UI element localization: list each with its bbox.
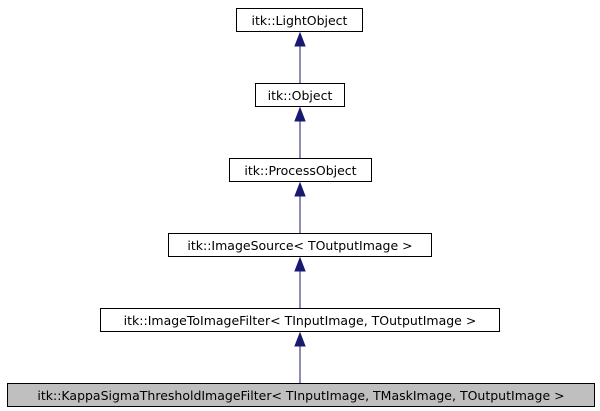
node-label: itk::KappaSigmaThresholdImageFilter< TIn… bbox=[37, 387, 565, 403]
node-light-object[interactable]: itk::LightObject bbox=[236, 8, 363, 32]
node-label: itk::Object bbox=[267, 87, 333, 103]
node-image-source[interactable]: itk::ImageSource< TOutputImage > bbox=[168, 233, 432, 257]
arrowhead-processobject bbox=[294, 181, 306, 197]
node-image-to-image-filter[interactable]: itk::ImageToImageFilter< TInputImage, TO… bbox=[100, 308, 500, 332]
arrowhead-object bbox=[294, 106, 306, 122]
node-label: itk::ProcessObject bbox=[244, 162, 357, 178]
arrowhead-imagetoimagefilter bbox=[294, 331, 306, 347]
arrowhead-lightobject bbox=[294, 31, 306, 47]
arrowhead-imagesource bbox=[294, 256, 306, 272]
node-process-object[interactable]: itk::ProcessObject bbox=[229, 158, 372, 182]
node-label: itk::LightObject bbox=[251, 12, 348, 28]
node-label: itk::ImageToImageFilter< TInputImage, TO… bbox=[123, 312, 477, 328]
node-label: itk::ImageSource< TOutputImage > bbox=[187, 237, 413, 253]
node-object[interactable]: itk::Object bbox=[255, 83, 345, 107]
node-kappa-sigma-threshold-image-filter: itk::KappaSigmaThresholdImageFilter< TIn… bbox=[7, 383, 595, 407]
